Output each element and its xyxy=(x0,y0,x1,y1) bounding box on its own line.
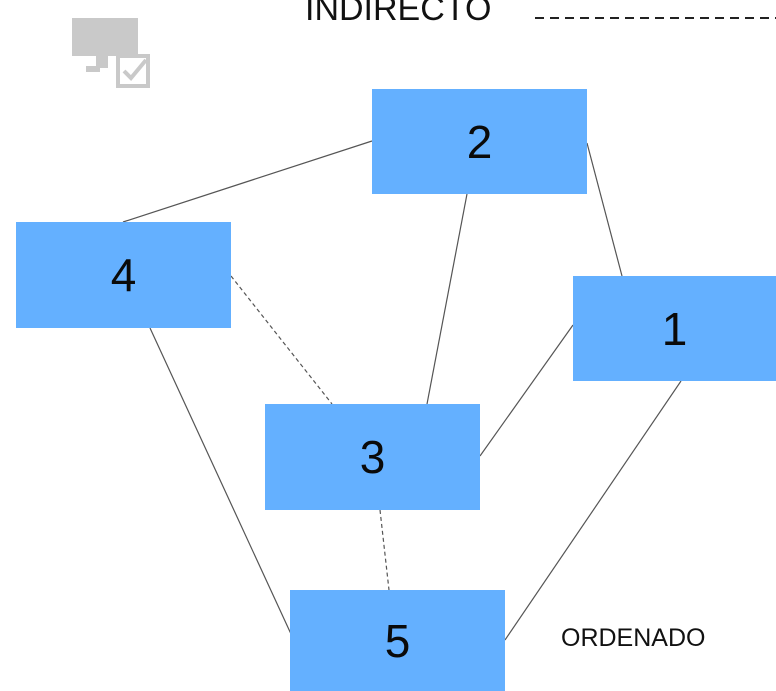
node-5-label: 5 xyxy=(384,614,411,667)
edge-4-5 xyxy=(149,327,292,635)
screen-checkbox-icon xyxy=(68,16,164,95)
node-1-label: 1 xyxy=(661,302,688,355)
node-4-label: 4 xyxy=(110,249,137,301)
edge-4-3 xyxy=(230,275,333,405)
node-4: 4 xyxy=(16,222,231,328)
node-2: 2 xyxy=(372,89,587,194)
edge-2-4 xyxy=(122,140,373,223)
edge-2-1 xyxy=(586,142,623,277)
edge-1-5 xyxy=(504,380,682,641)
node-5: 5 xyxy=(290,590,505,691)
node-3: 3 xyxy=(265,404,480,510)
node-1: 1 xyxy=(573,276,776,381)
node-3-label: 3 xyxy=(359,431,386,483)
edge-2-3 xyxy=(426,193,468,405)
footer-label: ORDENADO xyxy=(561,624,706,652)
node-2-label: 2 xyxy=(466,115,493,168)
edge-1-3 xyxy=(479,324,574,457)
edge-3-5 xyxy=(379,509,390,591)
diagram-title: INDIRECTO xyxy=(305,0,492,28)
